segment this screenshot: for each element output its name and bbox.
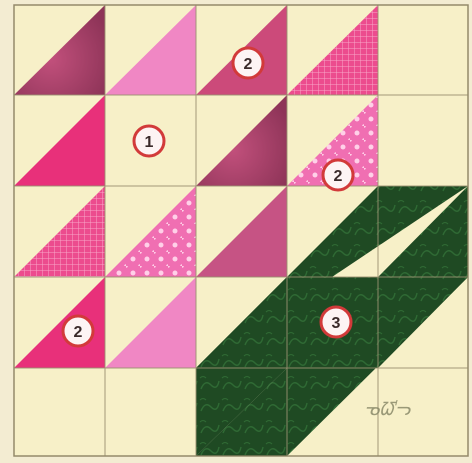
badge-fabric-2-left: 2 bbox=[63, 316, 93, 346]
signature: ᓀᘺᓓ bbox=[364, 399, 412, 420]
badge-fabric-3: 3 bbox=[321, 307, 351, 337]
badge-label: 2 bbox=[74, 324, 83, 341]
badge-fabric-1: 1 bbox=[134, 126, 164, 156]
badge-label: 1 bbox=[145, 134, 154, 151]
badge-fabric-2-top: 2 bbox=[233, 48, 263, 78]
badge-label: 2 bbox=[244, 56, 253, 73]
badge-fabric-2-right: 2 bbox=[323, 160, 353, 190]
badge-label: 2 bbox=[334, 168, 343, 185]
badge-label: 3 bbox=[332, 315, 341, 332]
